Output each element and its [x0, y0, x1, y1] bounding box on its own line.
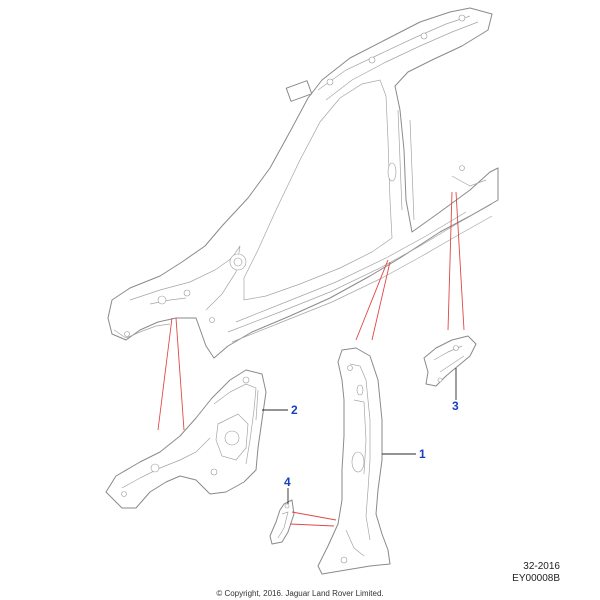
- part-4-small-bracket: [269, 499, 295, 545]
- leader-lines: [157, 191, 465, 527]
- part-2-a-pillar-lower: [105, 369, 267, 509]
- callout-number-2: 2: [291, 403, 298, 417]
- leader-part-3-a: [447, 191, 453, 331]
- callout-lines: [262, 368, 457, 504]
- callout-number-4: 4: [284, 475, 291, 489]
- copyright-notice: © Copyright, 2016. Jaguar Land Rover Lim…: [216, 589, 384, 598]
- leader-part-4-a: [291, 511, 337, 521]
- callout-number-1: 1: [419, 447, 426, 461]
- part-1-b-pillar-inner: [317, 347, 391, 575]
- part-3-sill-bracket: [423, 335, 477, 387]
- leader-part-4-b: [289, 523, 335, 527]
- leader-part-2-b: [175, 317, 185, 431]
- leader-part-1-a: [355, 259, 389, 341]
- leader-part-1-b: [371, 261, 391, 341]
- reference-code: 32-2016: [523, 561, 560, 572]
- illustration-id: EY00008B: [512, 573, 560, 584]
- body-side-assembly: [107, 7, 499, 359]
- leader-part-3-b: [455, 191, 465, 331]
- callout-number-3: 3: [452, 399, 459, 413]
- leader-part-2-a: [157, 317, 173, 431]
